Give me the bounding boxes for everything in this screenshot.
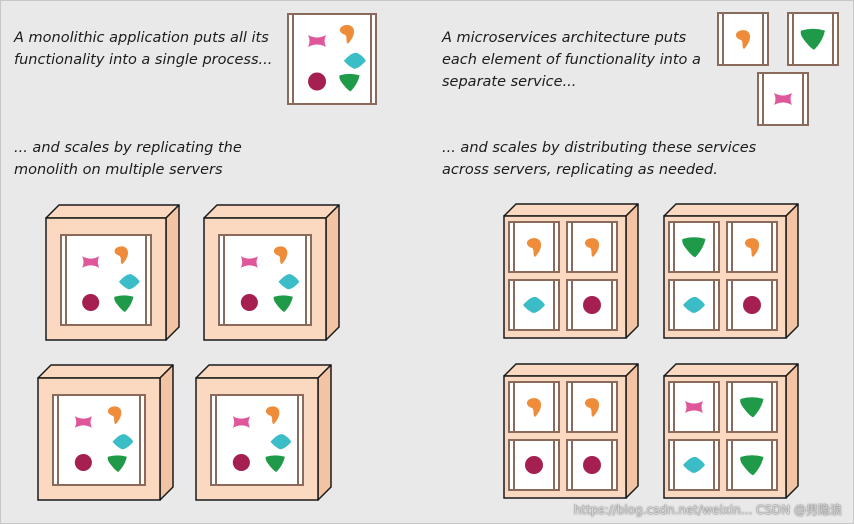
microservice-process [566,439,618,491]
server-side [625,363,639,499]
microservices-intro-line-1: A microservices architecture puts [442,30,687,46]
green-shape [107,455,127,472]
teal-shape [278,274,300,290]
maroon-shape [583,456,601,474]
orange-shape [584,238,600,257]
microservices-intro-text: A microservices architecture puts each e… [442,27,701,93]
monolith-process [52,394,146,486]
microservices-scale-text: ... and scales by distributing these ser… [442,137,756,181]
green-shape [339,73,360,92]
teal-shape [112,434,134,450]
pink-shape [74,416,92,428]
green-shape [740,397,764,418]
teal-shape [118,274,140,290]
maroon-shape [74,453,92,472]
microservice-process [508,439,560,491]
monolith-scale-line-1: ... and scales by replicating the [14,140,242,156]
server-side [165,204,180,341]
microservice-process [726,279,778,331]
server-top [195,364,332,379]
maroon-shape [583,296,601,314]
maroon-shape [82,293,100,312]
monolith-intro-line-1: A monolithic application puts all its [14,30,269,46]
microservice-process [668,279,720,331]
teal-shape [523,296,545,313]
monolith-intro-line-2: functionality into a single process... [14,52,273,68]
green-shape [682,237,706,258]
server-side [325,204,340,341]
microservice-process [717,12,769,66]
server-side [625,203,639,339]
server-side [785,363,799,499]
watermark: https://blog.csdn.net/weixin... CSDN @男隐… [573,503,842,517]
monolith-process [218,234,312,326]
microservices-intro-line-3: separate service... [442,74,577,90]
teal-shape [343,52,366,69]
microservice-process [787,12,839,66]
microservices-scale-line-2: across servers, replicating as needed. [442,162,718,178]
orange-shape [339,24,355,44]
microservice-process [726,381,778,433]
orange-shape [526,238,542,257]
pink-shape [240,256,258,268]
microservice-process [566,279,618,331]
microservice-process [726,221,778,273]
pink-shape [308,35,327,47]
monolith-scale-line-2: monolith on multiple servers [14,162,223,178]
orange-shape [114,246,128,265]
microservice-process [726,439,778,491]
server-top [503,203,639,217]
server-top [45,204,180,219]
microservice-process [566,381,618,433]
microservices-scale-line-1: ... and scales by distributing these ser… [442,140,757,156]
orange-shape [107,406,122,425]
green-shape [800,28,825,50]
maroon-shape [308,72,327,91]
maroon-shape [232,453,250,472]
pink-shape [685,401,703,413]
teal-shape [683,456,705,473]
microservice-process [566,221,618,273]
microservice-process [757,72,809,126]
pink-shape [232,416,250,428]
green-shape [114,295,134,312]
orange-shape [744,238,760,257]
orange-shape [526,398,542,417]
orange-shape [584,398,600,417]
orange-shape [273,246,288,265]
monolith-process [60,234,152,326]
microservice-process [668,381,720,433]
green-shape [273,295,293,312]
microservice-process [668,221,720,273]
orange-shape [735,30,751,49]
maroon-shape [743,296,761,314]
microservices-intro-line-2: each element of functionality into a [442,52,701,68]
monolith-scale-text: ... and scales by replicating the monoli… [14,137,242,181]
pink-shape [774,93,792,105]
maroon-shape [525,456,543,474]
pink-shape [82,256,100,268]
maroon-shape [240,293,258,312]
green-shape [265,455,285,472]
server-side [159,364,174,501]
server-top [503,363,639,377]
teal-shape [270,434,292,450]
monolith-process [210,394,304,486]
orange-shape [265,406,280,425]
server-top [203,204,340,219]
server-side [785,203,799,339]
microservice-process [508,221,560,273]
microservice-process [508,279,560,331]
microservice-process [508,381,560,433]
teal-shape [683,296,705,313]
monolith-intro-text: A monolithic application puts all its fu… [14,27,272,71]
green-shape [740,455,764,476]
microservice-process [668,439,720,491]
monolith-process [287,13,377,105]
server-top [663,203,799,217]
server-top [37,364,174,379]
server-top [663,363,799,377]
server-side [317,364,332,501]
